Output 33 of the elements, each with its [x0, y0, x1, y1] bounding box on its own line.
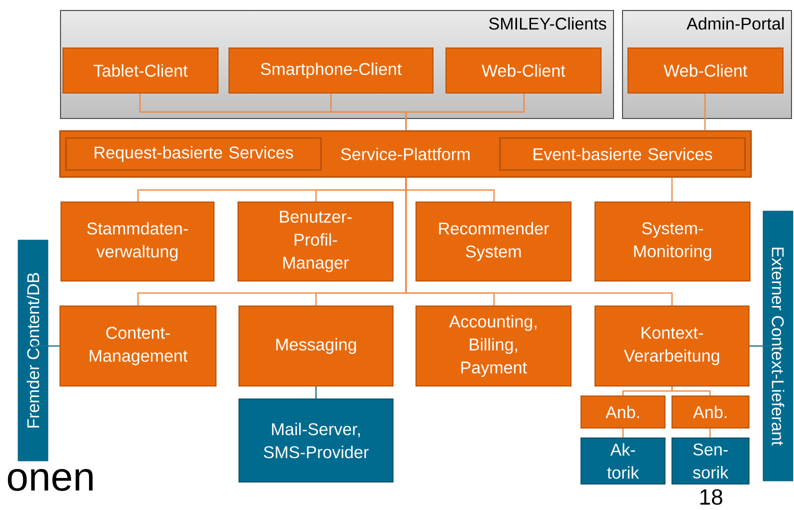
external-bar: Fremder Content/DB: [18, 240, 48, 462]
connector-line: [405, 178, 673, 306]
external-box: Sen- sorik: [672, 438, 750, 484]
component-box: Anb.: [580, 396, 666, 428]
component-box: Smartphone-Client: [228, 48, 434, 94]
component-box: Benutzer- Profil- Manager: [238, 202, 394, 282]
component-box: Content- Management: [60, 306, 216, 386]
page-number: 18: [700, 489, 722, 505]
component-box: Kontext- Verarbeitung: [594, 306, 750, 386]
external-box: Ak- torik: [580, 438, 666, 484]
connector-line: [315, 386, 317, 398]
component-box: Web-Client: [446, 48, 602, 94]
component-box: Tablet-Client: [62, 48, 218, 94]
service-box: Event-basierte Services: [499, 137, 746, 171]
component-box: Recommender System: [416, 202, 572, 282]
external-box: Mail-Server, SMS-Provider: [238, 398, 394, 482]
connector-line: [671, 386, 711, 396]
service-box: Request-basierte Services: [65, 137, 322, 171]
slide-title-fragment: onen: [8, 469, 93, 491]
component-box: Messaging: [238, 306, 394, 386]
component-box: Stammdaten- verwaltung: [60, 202, 214, 282]
component-box: Web-Client: [628, 48, 784, 94]
connector-line: [704, 94, 706, 130]
component-box: Anb.: [672, 396, 750, 428]
component-box: System- Monitoring: [594, 202, 750, 282]
component-box: Accounting, Billing, Payment: [416, 306, 572, 386]
connector-line: [622, 428, 624, 438]
connector-line: [405, 94, 525, 130]
connector-line: [709, 428, 711, 438]
connector-line: [33, 345, 60, 347]
connector-line: [671, 178, 673, 202]
external-bar: Externer Context-Lieferant: [762, 210, 794, 482]
connector-line: [750, 345, 778, 347]
